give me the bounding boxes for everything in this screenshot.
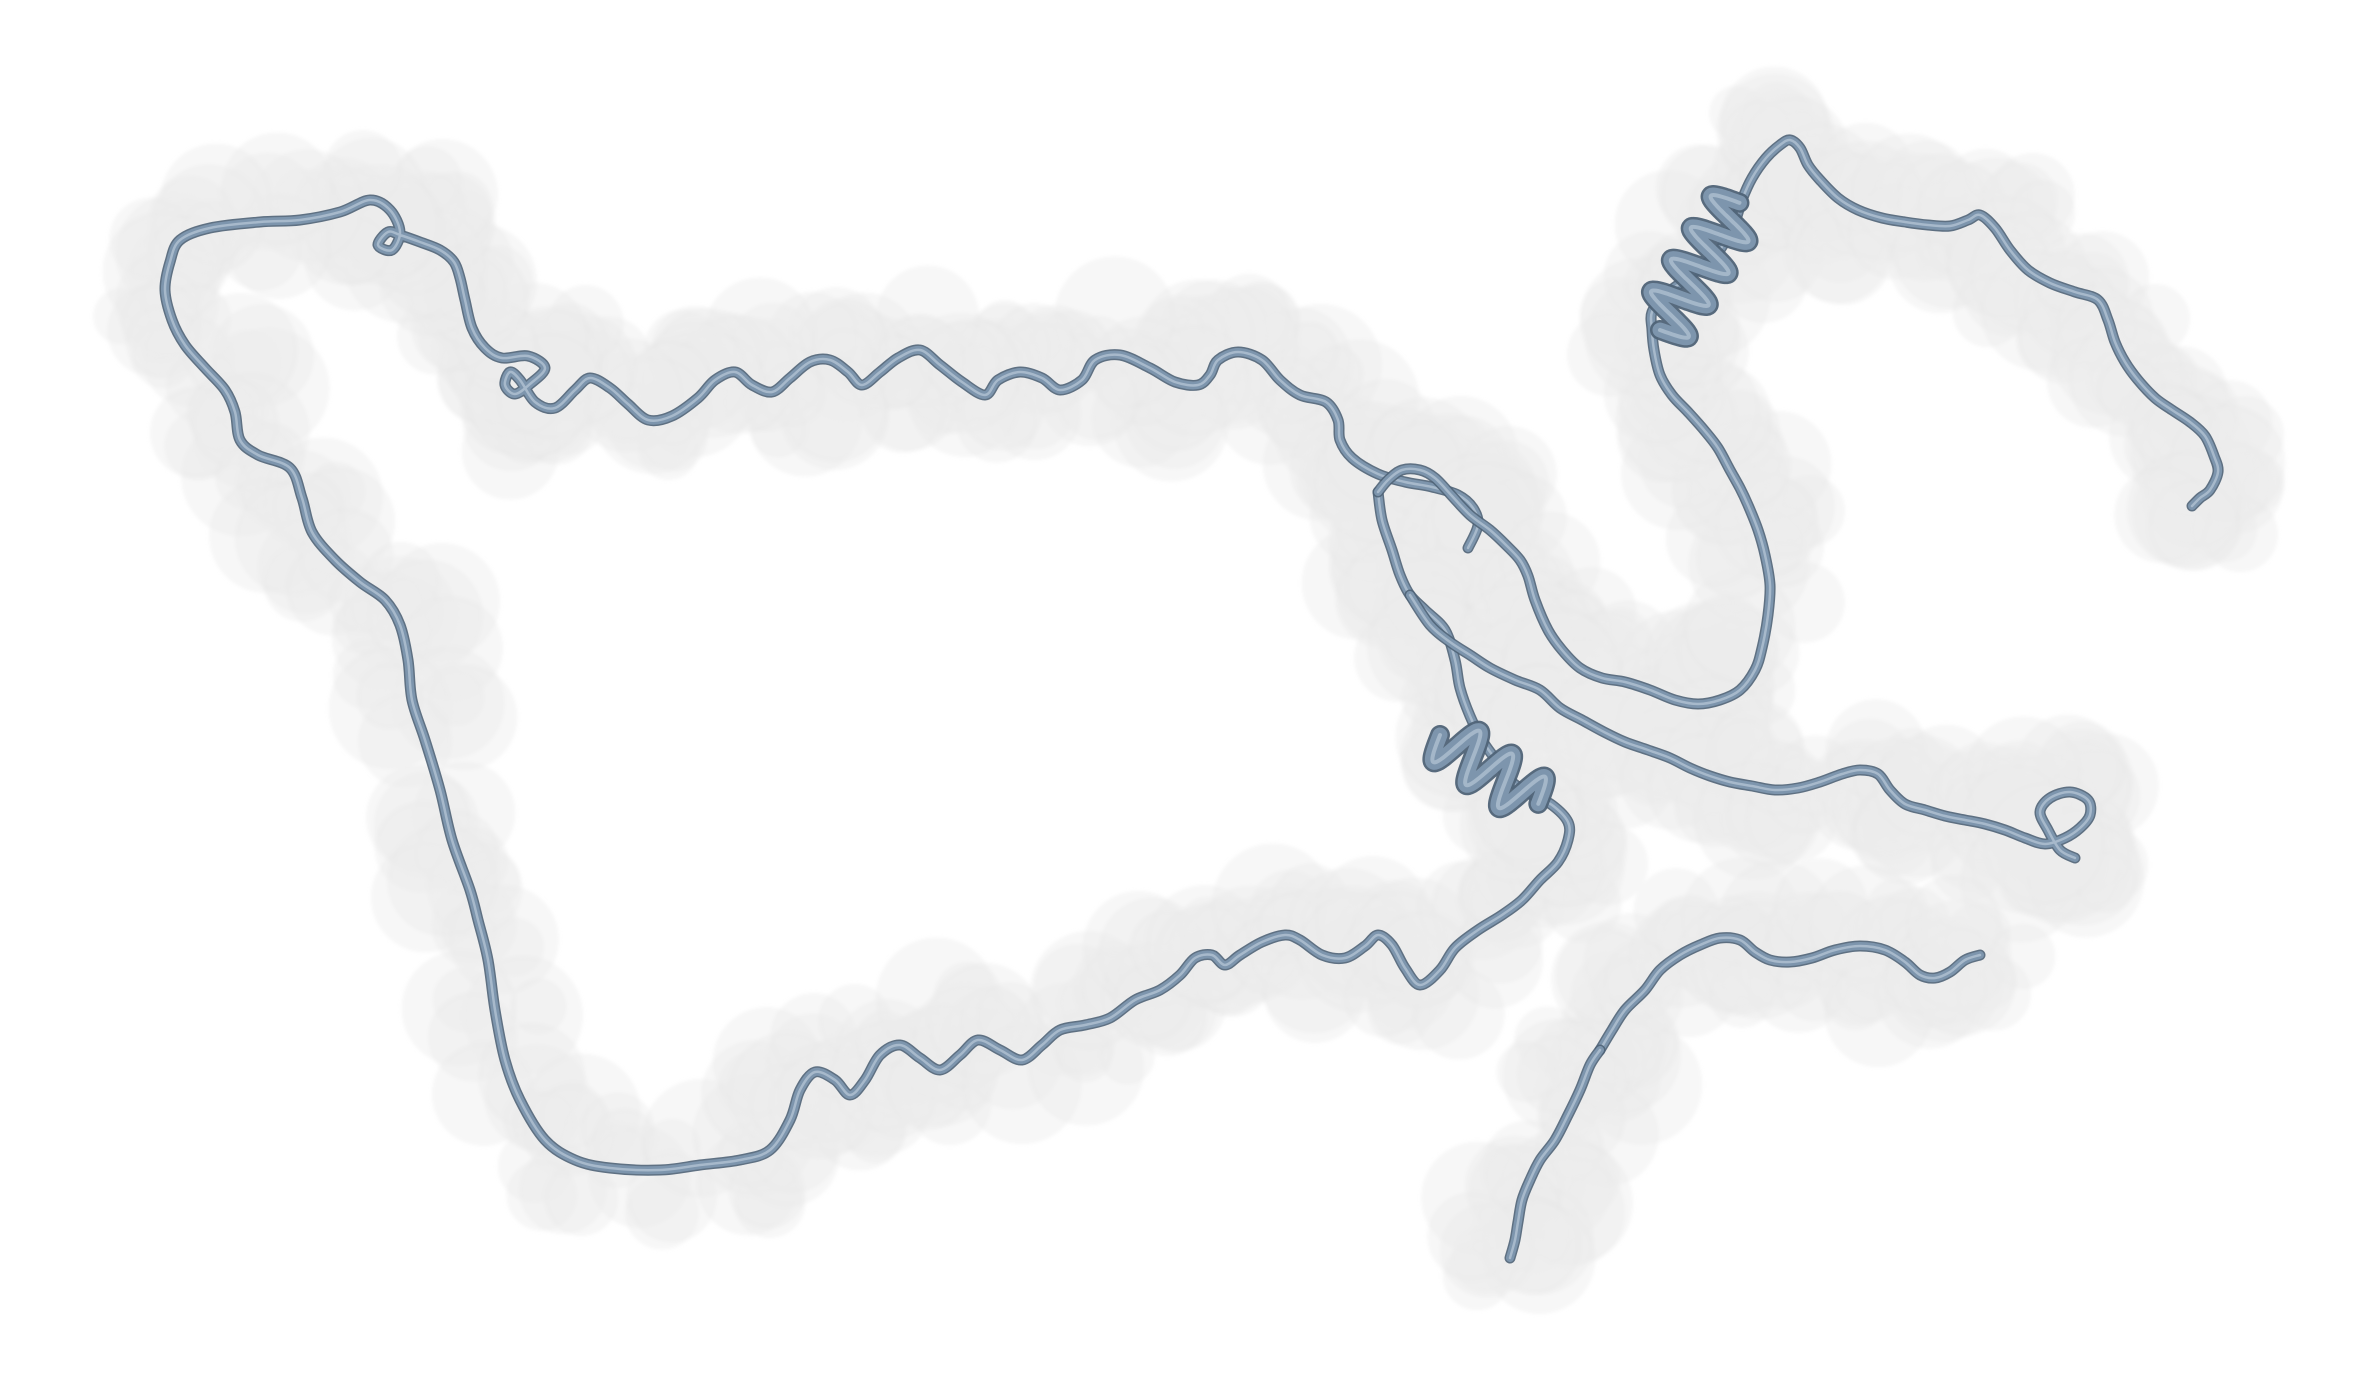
surface-blob	[1428, 1192, 1515, 1280]
alpha-helix	[1422, 720, 1556, 819]
ribbon-highlight	[1598, 936, 1982, 1052]
helix-stroke	[1648, 193, 1751, 340]
surface-blob	[1906, 875, 2001, 970]
surface-blob	[1497, 1042, 1556, 1102]
ribbon-highlight	[163, 198, 1571, 1172]
alpha-helix	[1640, 185, 1759, 348]
molecular-surface	[94, 67, 2285, 1314]
ribbon-highlight	[1508, 1048, 1602, 1260]
ribbon-highlight	[1408, 593, 2093, 860]
protein-backbone-ribbon	[159, 134, 2224, 1264]
helix-stroke	[1430, 728, 1548, 811]
surface-blob	[2148, 480, 2239, 571]
